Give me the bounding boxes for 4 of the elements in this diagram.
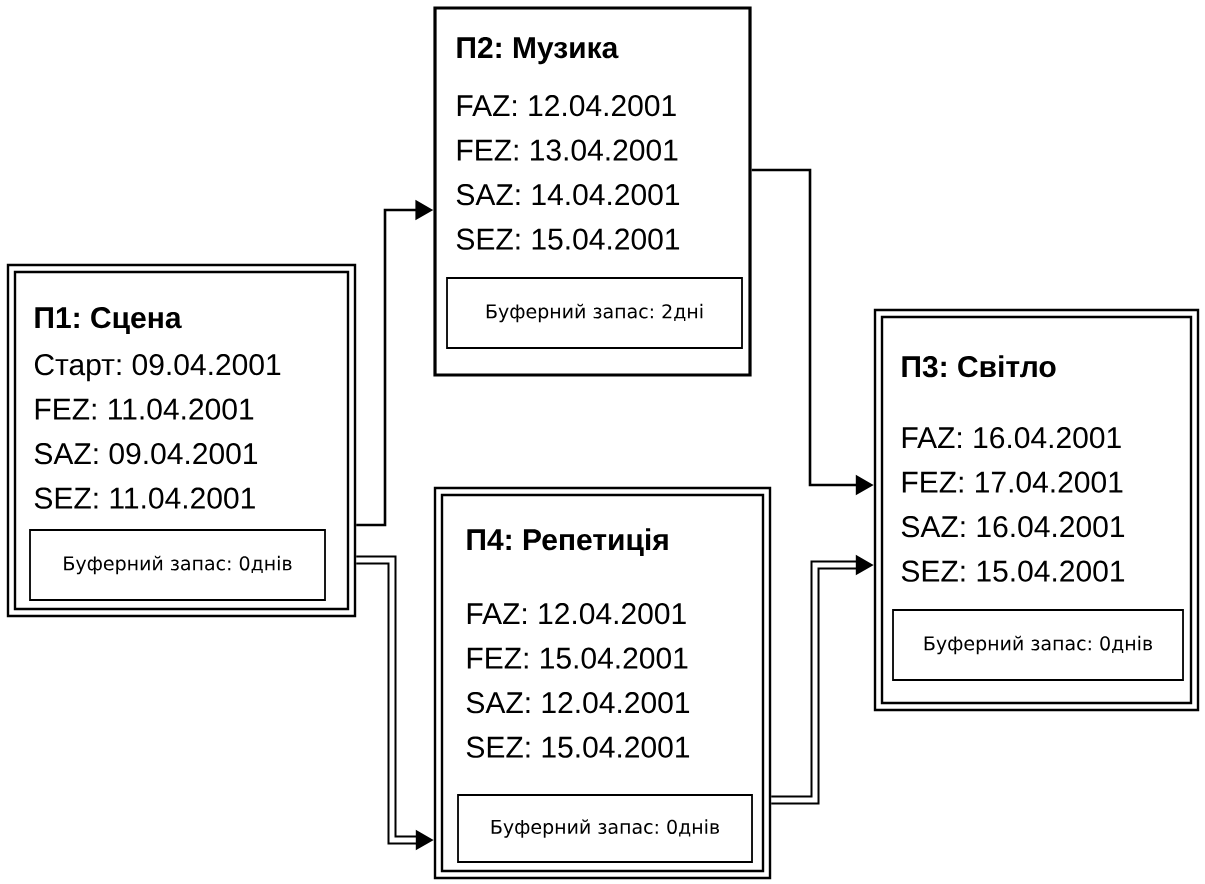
buffer-box: Буферний запас: 2дні xyxy=(446,277,743,349)
buffer-box: Буферний запас: 0днів xyxy=(29,529,326,601)
buffer-box: Буферний запас: 0днів xyxy=(892,609,1184,681)
buffer-box: Буферний запас: 0днів xyxy=(457,794,753,863)
